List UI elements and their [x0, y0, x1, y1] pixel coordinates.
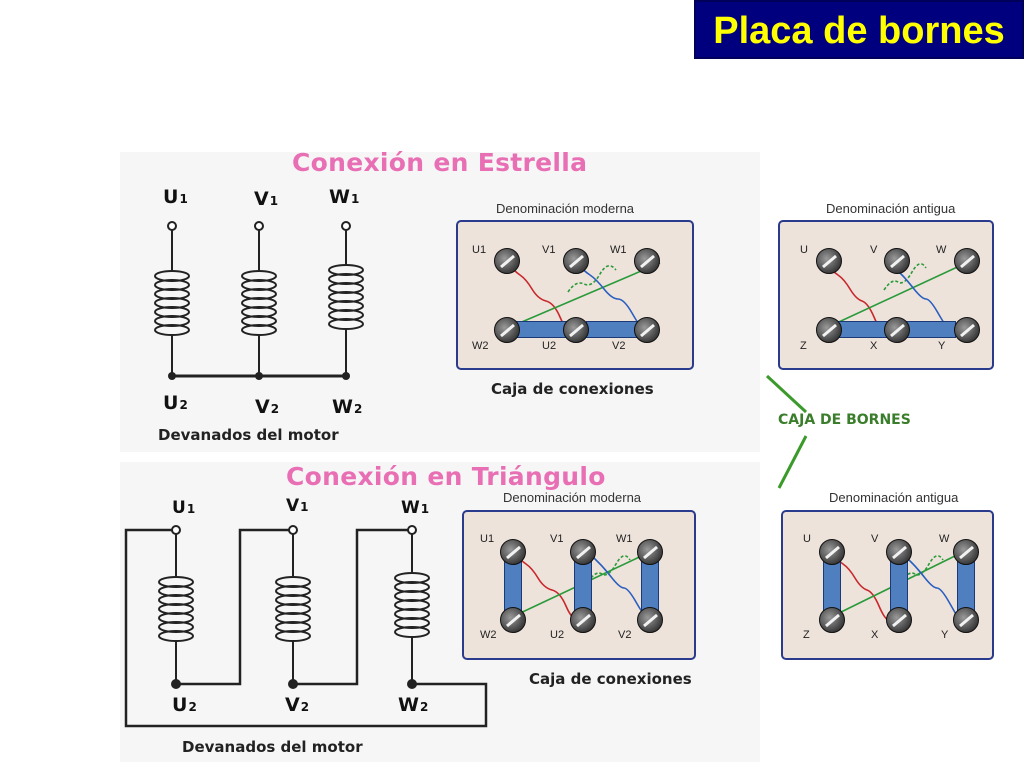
page-title: Placa de bornes	[713, 10, 1005, 52]
delta-bottom-label-w: W2	[398, 694, 429, 716]
star-modern-bridge-2	[586, 321, 638, 338]
star-top-label-w: W1	[329, 186, 360, 208]
star-modern-label-w1: W1	[610, 244, 627, 256]
star-modern-terminal-u2	[563, 317, 589, 343]
delta-old-label-v: V	[871, 533, 879, 545]
star-modern-terminal-w1	[634, 248, 660, 274]
delta-old-terminal-v	[886, 539, 912, 565]
star-modern-terminal-w2	[494, 317, 520, 343]
star-old-heading: Denominación antigua	[826, 201, 956, 216]
delta-old-label-z: Z	[803, 629, 810, 641]
star-old-box: U V W Z X Y	[778, 220, 994, 370]
star-winding-w	[328, 221, 364, 376]
star-modern-box: U1 V1 W1 W2 U2 V2	[456, 220, 694, 370]
star-top-label-v: V1	[254, 188, 279, 210]
star-old-terminal-x	[884, 317, 910, 343]
star-modern-label-u2: U2	[542, 340, 557, 352]
delta-old-label-u: U	[803, 533, 811, 545]
delta-modern-bridge-2	[574, 560, 592, 612]
star-box-caption: Caja de conexiones	[491, 380, 654, 398]
star-bottom-label-w: W2	[332, 396, 363, 418]
star-old-terminal-v	[884, 248, 910, 274]
delta-modern-heading: Denominación moderna	[503, 490, 642, 505]
star-old-label-z: Z	[800, 340, 807, 352]
star-top-label-u: U1	[163, 186, 188, 208]
star-windings-caption: Devanados del motor	[158, 426, 339, 444]
star-modern-terminal-u1	[494, 248, 520, 274]
star-old-label-v: V	[870, 244, 878, 256]
star-old-label-u: U	[800, 244, 808, 256]
delta-old-label-x: X	[871, 629, 879, 641]
delta-old-terminal-z	[819, 607, 845, 633]
delta-box-caption: Caja de conexiones	[529, 670, 692, 688]
delta-old-bridge-2	[890, 560, 908, 612]
delta-old-terminal-u	[819, 539, 845, 565]
delta-section-title: Conexión en Triángulo	[286, 462, 606, 491]
delta-top-label-v: V1	[286, 496, 309, 516]
star-modern-label-v2: V2	[612, 340, 626, 352]
star-old-label-x: X	[870, 340, 878, 352]
delta-old-bridge-1	[823, 560, 841, 612]
delta-winding-u	[158, 525, 194, 689]
delta-modern-label-v2: V2	[618, 629, 632, 641]
title-box: Placa de bornes	[694, 0, 1024, 59]
star-section-title: Conexión en Estrella	[292, 148, 588, 177]
star-old-bridge-1	[838, 321, 888, 338]
star-modern-terminal-v2	[634, 317, 660, 343]
star-old-terminal-w	[954, 248, 980, 274]
delta-modern-label-w1: W1	[616, 533, 633, 545]
caja-pointer-down	[777, 435, 808, 489]
star-modern-terminal-v1	[563, 248, 589, 274]
delta-modern-label-u2: U2	[550, 629, 565, 641]
star-modern-wiring	[507, 262, 661, 332]
delta-modern-terminal-v2	[637, 607, 663, 633]
delta-modern-label-u1: U1	[480, 533, 495, 545]
star-old-bridge-2	[906, 321, 956, 338]
delta-old-terminal-w	[953, 539, 979, 565]
star-old-terminal-y	[954, 317, 980, 343]
delta-modern-terminal-w2	[500, 607, 526, 633]
delta-old-terminal-x	[886, 607, 912, 633]
delta-modern-label-w2: W2	[480, 629, 497, 641]
delta-modern-bridge-1	[504, 560, 522, 612]
delta-winding-v	[275, 525, 311, 689]
star-modern-label-v1: V1	[542, 244, 556, 256]
star-old-wiring	[825, 262, 967, 332]
delta-windings-caption: Devanados del motor	[182, 738, 363, 756]
caja-de-bornes-label: CAJA DE BORNES	[778, 412, 911, 428]
delta-modern-terminal-u1	[500, 539, 526, 565]
delta-modern-bridge-3	[641, 560, 659, 612]
star-old-terminal-z	[816, 317, 842, 343]
delta-old-label-w: W	[939, 533, 950, 545]
caja-pointer-up	[765, 374, 808, 414]
delta-bottom-label-v: V2	[285, 694, 310, 716]
star-bottom-label-u: U2	[163, 392, 188, 414]
delta-old-heading: Denominación antigua	[829, 490, 959, 505]
delta-old-bridge-3	[957, 560, 975, 612]
star-modern-label-u1: U1	[472, 244, 487, 256]
delta-modern-terminal-v1	[570, 539, 596, 565]
star-modern-heading: Denominación moderna	[496, 201, 635, 216]
star-winding-v	[241, 221, 277, 376]
star-winding-u	[154, 221, 190, 376]
delta-interconnect	[124, 528, 488, 728]
star-old-label-w: W	[936, 244, 947, 256]
star-old-label-y: Y	[938, 340, 946, 352]
delta-modern-box: U1 V1 W1 W2 U2 V2	[462, 510, 696, 660]
star-old-terminal-u	[816, 248, 842, 274]
delta-old-terminal-y	[953, 607, 979, 633]
delta-modern-terminal-w1	[637, 539, 663, 565]
delta-winding-w	[394, 525, 430, 689]
delta-top-label-w: W1	[401, 498, 430, 518]
delta-top-label-u: U1	[172, 498, 196, 518]
delta-old-box: U V W Z X Y	[781, 510, 994, 660]
delta-old-label-y: Y	[941, 629, 949, 641]
delta-modern-terminal-u2	[570, 607, 596, 633]
delta-bottom-label-u: U2	[172, 694, 197, 716]
star-bottom-label-v: V2	[255, 396, 280, 418]
delta-modern-label-v1: V1	[550, 533, 564, 545]
star-modern-label-w2: W2	[472, 340, 489, 352]
star-modern-bridge-1	[516, 321, 568, 338]
